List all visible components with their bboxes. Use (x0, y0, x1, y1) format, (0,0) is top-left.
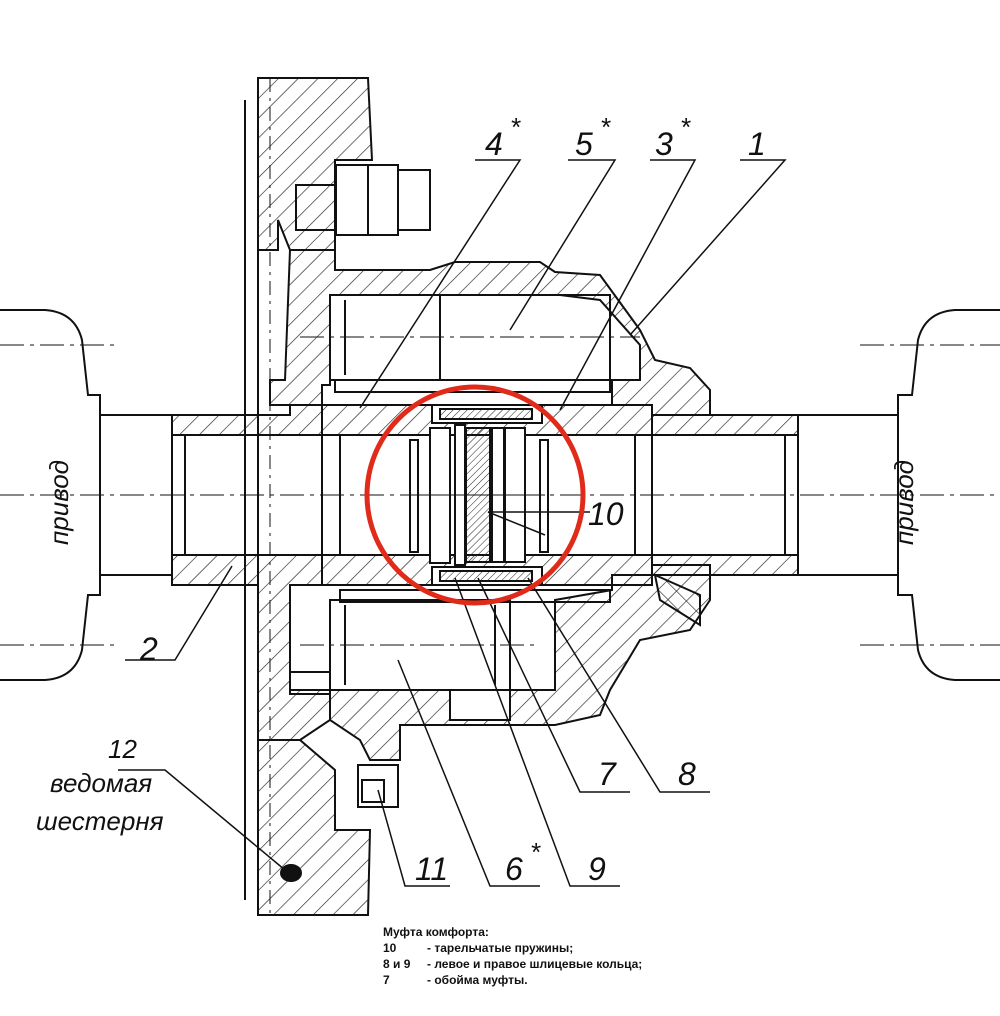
note-key: 10 (383, 941, 397, 955)
bolt-bottom (289, 671, 399, 808)
label-8: 8 (678, 756, 696, 792)
label-11: 11 (415, 851, 448, 887)
label-3: 3 (655, 126, 673, 162)
label-9: 9 (588, 851, 606, 887)
label-4: 4 (485, 126, 503, 162)
label-7: 7 (598, 756, 617, 792)
note-text: - тарельчатые пружины; (427, 941, 574, 955)
drive-label-left: привод (44, 460, 74, 545)
note-text: - левое и правое шлицевые кольца; (427, 957, 643, 971)
note-text: - обойма муфты. (427, 973, 528, 987)
label-5-star: * (600, 112, 611, 142)
note-row: 8 и 9 - левое и правое шлицевые кольца; (383, 956, 803, 972)
comfort-clutch-note: Муфта комфорта: 10 - тарельчатые пружины… (383, 924, 803, 988)
drive-label-right: привод (889, 460, 919, 545)
label-10: 10 (588, 496, 624, 532)
driven-gear (244, 77, 374, 916)
note-row: 7 - обойма муфты. (383, 972, 803, 988)
comfort-clutch (409, 404, 549, 586)
label-5: 5 (575, 126, 593, 162)
label-1: 1 (748, 126, 766, 162)
callout-labels: 4 * 5 * 3 * 1 2 10 7 8 9 6 * 11 12 ведом… (36, 112, 919, 887)
label-3-star: * (680, 112, 691, 142)
label-2: 2 (139, 631, 158, 667)
leader-lines (118, 159, 787, 887)
driven-gear-hole (280, 864, 302, 882)
driven-gear-label-line1: ведомая (50, 768, 152, 798)
note-title: Муфта комфорта: (383, 925, 489, 939)
note-key: 7 (383, 973, 390, 987)
label-4-star: * (510, 112, 521, 142)
note-key: 8 и 9 (383, 957, 411, 971)
note-row: 10 - тарельчатые пружины; (383, 940, 803, 956)
driven-gear-label-line2: шестерня (36, 806, 164, 836)
label-12: 12 (108, 734, 137, 764)
label-6: 6 (505, 851, 523, 887)
bolt-top (295, 164, 431, 236)
highlight-circle (364, 384, 586, 606)
label-6-star: * (530, 837, 541, 867)
